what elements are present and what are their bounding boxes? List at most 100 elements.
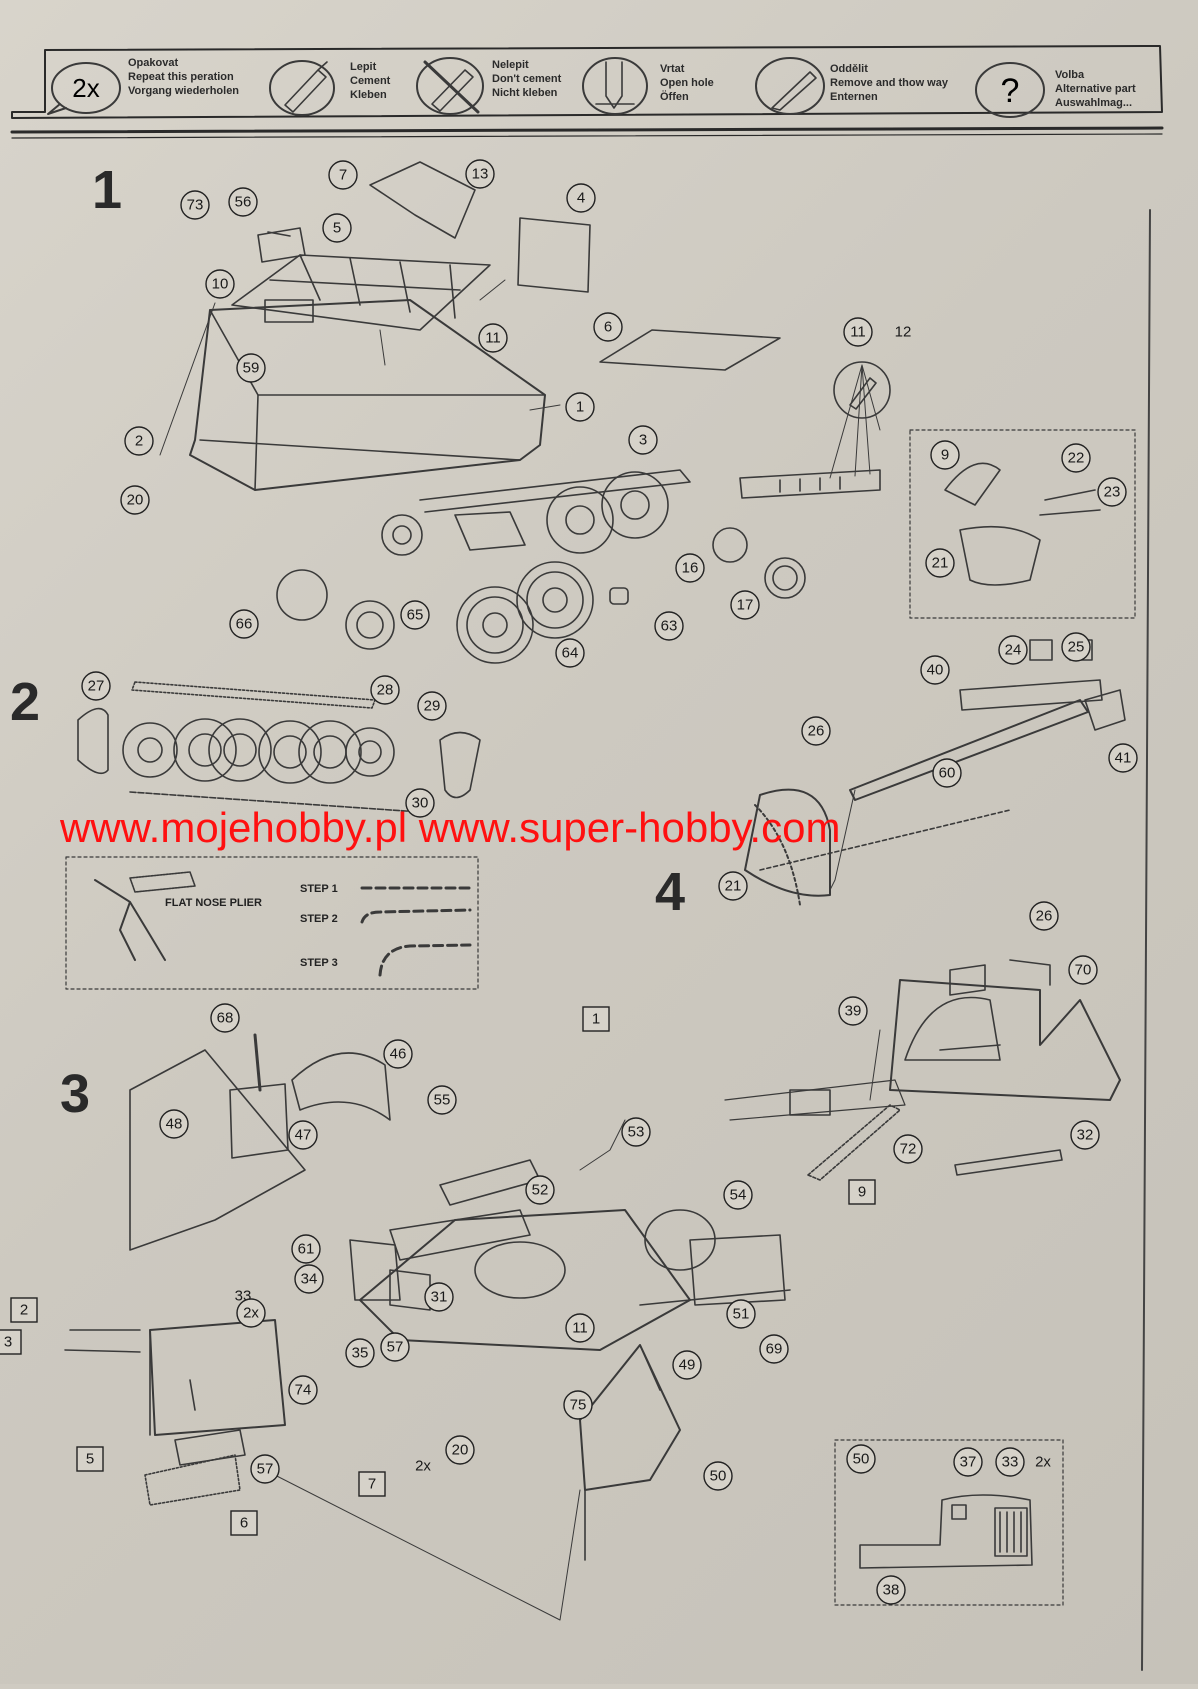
legend-nocement-en: Don't cement — [492, 73, 562, 85]
part-number-callout: 57 — [380, 1332, 410, 1362]
callout-square — [358, 1471, 386, 1497]
part-number-callout: 59 — [236, 353, 266, 383]
part-number-callout: 7 — [358, 1471, 386, 1497]
part-number-callout: 55 — [427, 1085, 457, 1115]
part-number-callout: 2x — [1035, 1454, 1051, 1471]
callout-circle — [876, 1575, 906, 1605]
plier-step2-label: STEP 2 — [300, 913, 338, 925]
part-number: 63 — [661, 618, 678, 635]
callout-circle — [565, 392, 595, 422]
callout-circle — [427, 1085, 457, 1115]
part-number: 9 — [858, 1184, 866, 1201]
legend-text: Opakovat Repeat this peration Vorgang wi… — [72, 57, 1136, 110]
watermark: www.mojehobby.pl www.super-hobby.com — [59, 804, 840, 851]
part-number-callout: 26 — [1029, 901, 1059, 931]
part-number: 26 — [1036, 908, 1053, 925]
step-number-3: 3 — [60, 1064, 90, 1124]
callout-circle — [288, 1120, 318, 1150]
repeat-2x-icon — [47, 62, 121, 115]
callout-circle — [563, 1390, 593, 1420]
callout-circle — [236, 1298, 266, 1328]
part-number: 21 — [932, 555, 949, 572]
part-number-callout: 25 — [1061, 632, 1091, 662]
repeat-2x-symbol: 2x — [72, 73, 99, 103]
legend-alt-de: Auswahlmag... — [1055, 97, 1132, 109]
callout-circle — [383, 1039, 413, 1069]
part-number-callout: 50 — [846, 1444, 876, 1474]
part-number-callout: 20 — [120, 485, 150, 515]
callout-circle — [294, 1264, 324, 1294]
callout-circle — [159, 1109, 189, 1139]
callout-circle — [593, 312, 623, 342]
part-number: 26 — [808, 723, 825, 740]
part-number-callout: 2 — [124, 426, 154, 456]
part-number: 4 — [577, 190, 585, 207]
part-number-callout: 68 — [210, 1003, 240, 1033]
part-number: 57 — [387, 1339, 404, 1356]
callout-circle — [628, 425, 658, 455]
part-number: 41 — [1115, 750, 1132, 767]
part-number: 54 — [730, 1187, 747, 1204]
part-number-callout: 52 — [525, 1175, 555, 1205]
part-number: 59 — [243, 360, 260, 377]
part-number: 16 — [682, 560, 699, 577]
step2-track-drawing — [65, 681, 481, 990]
callout-circle — [1029, 901, 1059, 931]
part-number-callout: 20 — [445, 1435, 475, 1465]
part-number-callout: 3 — [628, 425, 658, 455]
callout-circle — [236, 353, 266, 383]
part-number: 21 — [725, 878, 742, 895]
part-number-callout: 39 — [838, 996, 868, 1026]
callout-circle — [621, 1117, 651, 1147]
legend-drill-de: Öffen — [660, 90, 689, 103]
callout-circle — [229, 609, 259, 639]
part-number: 39 — [845, 1003, 862, 1020]
part-number-callout: 2 — [10, 1297, 38, 1323]
part-number: 53 — [628, 1124, 645, 1141]
part-number-callout: 11 — [843, 317, 873, 347]
callout-circle — [1061, 443, 1091, 473]
part-number: 66 — [236, 616, 253, 633]
part-number: 38 — [883, 1582, 900, 1599]
part-number: 40 — [927, 662, 944, 679]
part-number-callout: 37 — [953, 1447, 983, 1477]
part-number-callout: 29 — [417, 691, 447, 721]
part-number: 55 — [434, 1092, 451, 1109]
callout-circle — [210, 1003, 240, 1033]
part-number-callout: 35 — [345, 1338, 375, 1368]
part-number-callout: 11 — [478, 323, 508, 353]
part-number-callout: 11 — [565, 1313, 595, 1343]
plier-label: FLAT NOSE PLIER — [165, 897, 262, 909]
part-number-callout: 27 — [81, 671, 111, 701]
part-number: 3 — [4, 1334, 12, 1351]
step1-hull-drawing — [159, 161, 1136, 664]
part-number-callout: 74 — [288, 1375, 318, 1405]
legend-drill-en: Open hole — [660, 77, 714, 89]
part-number: 60 — [939, 765, 956, 782]
part-number-callout: 49 — [672, 1350, 702, 1380]
part-number-callout: 46 — [383, 1039, 413, 1069]
callout-circle — [81, 671, 111, 701]
callout-circle — [726, 1299, 756, 1329]
part-number-callout: 6 — [593, 312, 623, 342]
plier-step1-label: STEP 1 — [300, 883, 338, 895]
step3-superstructure-drawing — [64, 1033, 1064, 1621]
legend-cement-en: Cement — [350, 75, 391, 87]
callout-circle — [445, 1435, 475, 1465]
part-number-callout: 56 — [228, 187, 258, 217]
part-number-callout: 22 — [1061, 443, 1091, 473]
part-number: 75 — [570, 1397, 587, 1414]
callout-circle — [930, 440, 960, 470]
part-number-callout: 2x — [415, 1458, 431, 1475]
part-number: 50 — [853, 1451, 870, 1468]
part-number-callout: 60 — [932, 758, 962, 788]
part-number: 34 — [301, 1271, 318, 1288]
part-number: 32 — [1077, 1127, 1094, 1144]
part-number: 11 — [485, 330, 501, 347]
legend-nocement-cz: Nelepit — [492, 59, 529, 71]
callout-circle — [1097, 477, 1127, 507]
part-number-callout: 48 — [159, 1109, 189, 1139]
part-number-callout: 64 — [555, 638, 585, 668]
